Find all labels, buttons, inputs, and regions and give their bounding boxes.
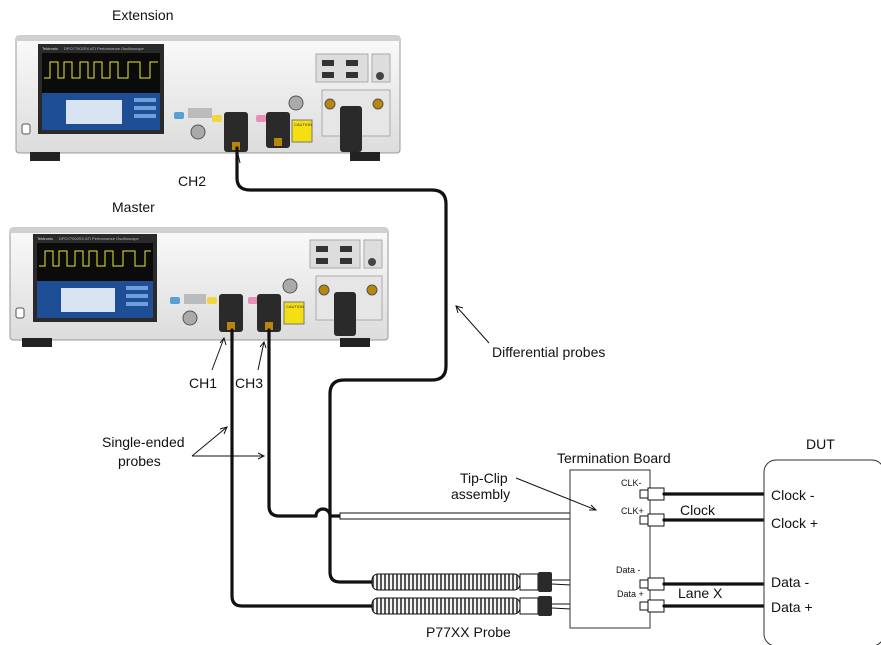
lane-x-label: Lane X — [678, 585, 723, 601]
master-oscilloscope: Master Tektronix DPO77002SX ATI Performa… — [9, 199, 389, 347]
foot — [22, 338, 52, 347]
ch2-label: CH2 — [178, 173, 206, 189]
termination-board — [569, 469, 651, 629]
model-text: DPO77002SX ATI Performance Oscilloscope — [64, 46, 145, 51]
dut-clock-plus-label: Clock + — [771, 515, 818, 531]
ch1-label: CH1 — [189, 375, 217, 391]
tip-clip-label-line1: Tip-Clip — [460, 470, 508, 486]
differential-probes-label: Differential probes — [492, 344, 605, 360]
tip-clip-label-line2: assembly — [451, 486, 510, 502]
dut-box — [763, 459, 881, 645]
waveform-trace — [39, 250, 151, 267]
aux-connector — [182, 310, 198, 326]
ch4-badge — [170, 297, 180, 304]
waveform-area — [42, 53, 160, 93]
dut-data-minus-label: Data - — [771, 574, 809, 590]
foot — [350, 152, 380, 161]
brand-text: Tektronix — [42, 46, 58, 51]
clk-minus-label: CLK- — [621, 478, 642, 488]
master-ch1-probe-head — [219, 294, 243, 332]
screen-dialog — [61, 288, 115, 312]
waveform-trace — [44, 61, 158, 79]
power-button — [21, 123, 31, 135]
foot — [30, 152, 60, 161]
brand-text: Tektronix — [37, 236, 53, 241]
model-text: DPO77002SX ATI Performance Oscilloscope — [59, 236, 140, 241]
caution-text: CAUTION — [286, 304, 304, 309]
termination-board-label: Termination Board — [557, 450, 671, 466]
extension-title: Extension — [112, 7, 173, 23]
ch1-badge — [212, 115, 222, 122]
master-ch3-probe-head — [257, 294, 281, 332]
foot — [340, 338, 370, 347]
ch3-badge — [256, 115, 266, 122]
ch2-differential-cable — [235, 146, 448, 584]
dut-clock-minus-label: Clock - — [771, 487, 815, 503]
caution-text: CAUTION — [294, 122, 312, 127]
dut-data-plus-label: Data + — [771, 599, 813, 615]
pointer-arrows — [191, 149, 598, 511]
ch3-single-ended-cable — [267, 328, 344, 518]
aux-probe — [340, 106, 362, 152]
single-ended-label-line2: probes — [118, 453, 161, 469]
ch3-label: CH3 — [235, 375, 263, 391]
ch1-differential-cable — [230, 328, 376, 608]
data-minus-board-label: Data - — [616, 565, 641, 575]
aux-connector — [190, 124, 206, 140]
ch1-badge — [207, 297, 217, 304]
ch4-badge — [174, 112, 184, 119]
data-plus-board-label: Data + — [617, 589, 644, 599]
aux-probe — [334, 292, 356, 336]
caution-label — [283, 301, 305, 325]
extension-ch2-probe-head — [224, 112, 248, 152]
p77xx-probe-label: P77XX Probe — [426, 624, 511, 640]
waveform-area — [37, 243, 153, 281]
ch3-badge — [248, 297, 258, 304]
master-title: Master — [112, 199, 155, 215]
single-ended-label-line1: Single-ended — [102, 434, 185, 450]
clock-label: Clock — [680, 502, 716, 518]
power-button — [15, 307, 25, 319]
ref-connector — [288, 95, 304, 111]
ref-connector — [282, 278, 298, 294]
dut-label: DUT — [806, 436, 835, 452]
extension-ch3-probe-head — [266, 112, 290, 148]
screen-dialog — [66, 100, 122, 124]
extension-oscilloscope: Extension Tektronix DPO77002SX ATI Perfo… — [15, 7, 401, 161]
clk-plus-label: CLK+ — [621, 506, 644, 516]
caution-label — [291, 119, 313, 143]
